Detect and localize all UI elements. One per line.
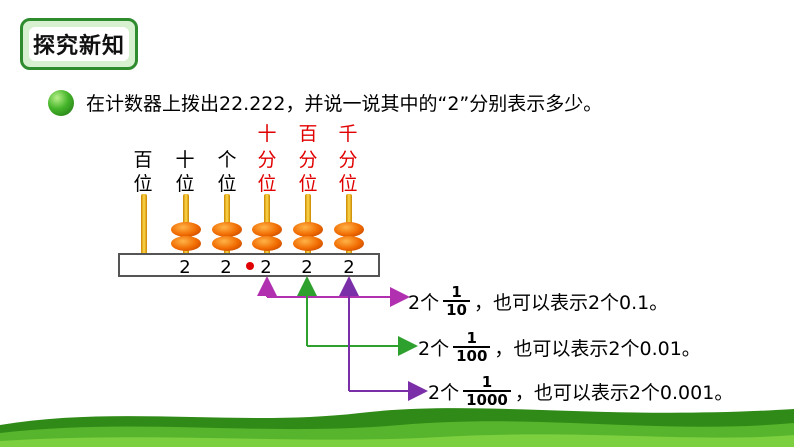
badge-inner [29, 27, 129, 61]
label-thousandths-1: 千 [338, 123, 358, 145]
label-tens-2: 位 [175, 173, 195, 195]
label-tenths-3: 位 [257, 173, 277, 195]
fraction-numerator: 1 [481, 373, 493, 391]
instruction-text: 在计数器上拨出22.222，并说一说其中的“2”分别表示多少。 [86, 93, 603, 115]
rod-hundreds[interactable] [141, 194, 147, 256]
digit-tenths: 2 [260, 257, 272, 278]
expl-suffix: ，也可以表示2个0.1。 [473, 291, 669, 314]
digit-thousandths: 2 [343, 257, 355, 278]
fraction: 1 10 [443, 284, 470, 318]
label-hundredths-3: 位 [298, 173, 318, 195]
arrow-tenths [257, 276, 410, 307]
label-hundreds-1: 百 [133, 149, 153, 171]
bead-tenths-1[interactable] [252, 222, 282, 237]
bead-tens-2[interactable] [171, 236, 201, 251]
fraction: 1 1000 [463, 374, 511, 408]
bead-tenths-2[interactable] [252, 236, 282, 251]
digit-hundredths: 2 [301, 257, 313, 278]
label-hundredths-2: 分 [298, 149, 318, 171]
decorative-hills [0, 408, 794, 447]
bead-thousandths-2[interactable] [334, 236, 364, 251]
badge-title: 探究新知 [32, 34, 125, 59]
expl-suffix: ，也可以表示2个0.001。 [514, 381, 734, 404]
fraction-denominator: 100 [453, 346, 491, 364]
decimal-point [246, 262, 254, 270]
fraction-denominator: 1000 [463, 390, 511, 408]
expl-prefix: 2个 [408, 291, 440, 314]
expl-prefix: 2个 [418, 337, 450, 360]
bullet-dot-icon [48, 90, 74, 116]
label-ones-1: 个 [217, 149, 237, 171]
explanation-tenths: 2个 1 10 ，也可以表示2个0.1。 [408, 284, 668, 318]
fraction-numerator: 1 [466, 329, 477, 347]
label-hundredths-1: 百 [298, 123, 318, 145]
bead-thousandths-1[interactable] [334, 222, 364, 237]
expl-suffix: ，也可以表示2个0.01。 [494, 337, 701, 360]
explanation-thousandths: 2个 1 1000 ，也可以表示2个0.001。 [428, 374, 733, 408]
section-badge: 探究新知 [20, 18, 138, 70]
label-tenths-1: 十 [257, 123, 277, 145]
label-ones-2: 位 [217, 173, 237, 195]
arrow-thousandths [339, 276, 428, 401]
arrow-hundredths [297, 276, 418, 356]
digit-tens: 2 [179, 257, 191, 278]
label-tens-1: 十 [175, 149, 195, 171]
label-hundreds-2: 位 [133, 173, 153, 195]
bead-tens-1[interactable] [171, 222, 201, 237]
label-thousandths-2: 分 [338, 149, 358, 171]
bead-hundredths-1[interactable] [293, 222, 323, 237]
fraction-numerator: 1 [451, 283, 462, 301]
bead-ones-2[interactable] [212, 236, 242, 251]
bead-hundredths-2[interactable] [293, 236, 323, 251]
label-tenths-2: 分 [257, 149, 277, 171]
fraction-denominator: 10 [443, 300, 470, 318]
bead-ones-1[interactable] [212, 222, 242, 237]
label-thousandths-3: 位 [338, 173, 358, 195]
expl-prefix: 2个 [428, 381, 460, 404]
digit-ones: 2 [220, 257, 232, 278]
explanation-hundredths: 2个 1 100 ，也可以表示2个0.01。 [418, 330, 701, 364]
fraction: 1 100 [453, 329, 491, 364]
